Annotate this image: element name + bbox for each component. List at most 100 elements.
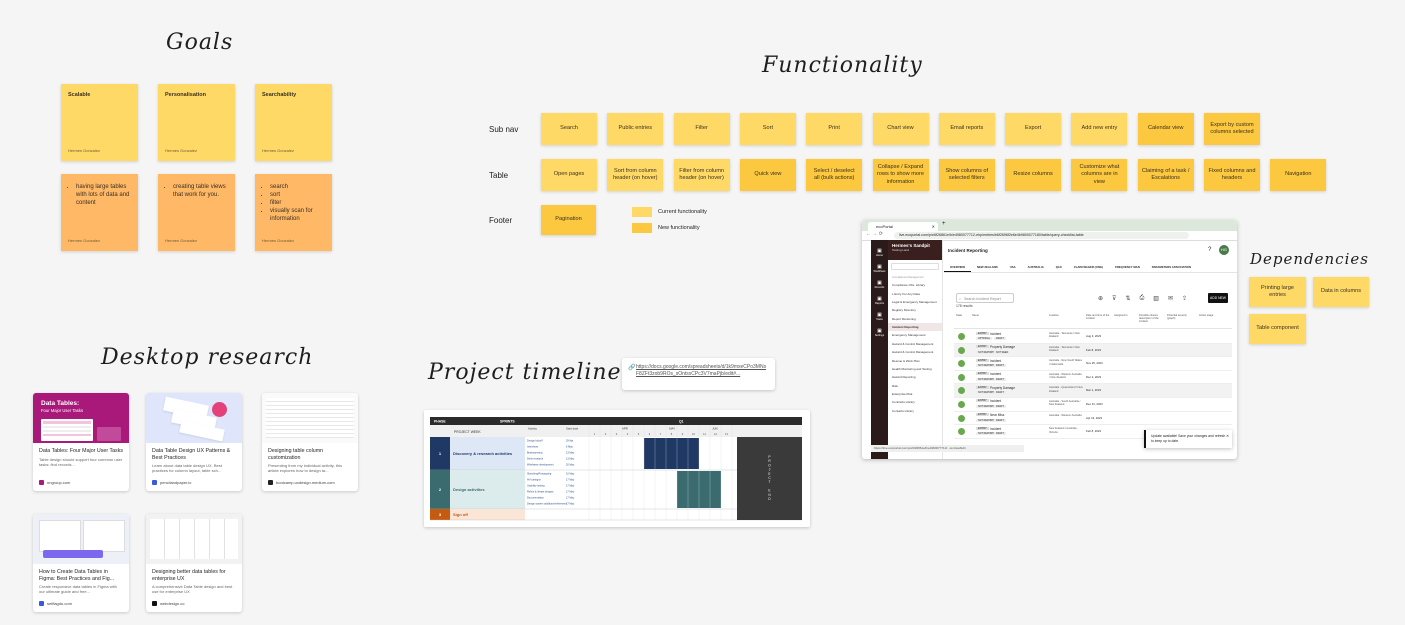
menu-item[interactable]: Incident Reporting bbox=[888, 322, 942, 332]
dependency-data-columns[interactable]: Data in columns bbox=[1313, 277, 1369, 307]
view-tab[interactable]: QLD bbox=[1055, 265, 1062, 269]
feature-note[interactable]: Show columns of selected filters bbox=[938, 159, 995, 191]
feature-note[interactable]: Filter bbox=[673, 113, 730, 145]
column-header[interactable]: Possible closure description of the inci… bbox=[1139, 314, 1159, 324]
menu-item[interactable]: Risk bbox=[892, 383, 898, 388]
rail-nav-item[interactable]: ▣Home bbox=[871, 248, 888, 257]
menu-item[interactable]: Hazard Reporting bbox=[892, 375, 916, 380]
feature-note[interactable]: Export bbox=[1005, 113, 1062, 145]
feature-note[interactable]: Filter from column header (on hover) bbox=[673, 159, 730, 191]
view-tab[interactable]: FREQUENCY MAN bbox=[1115, 265, 1140, 269]
filter-icon[interactable]: ⊽ bbox=[1112, 296, 1117, 302]
menu-item[interactable]: Contacts Library bbox=[892, 408, 914, 413]
browser-tab[interactable]: ecoPortal✕ bbox=[868, 222, 938, 231]
goal-detail-note[interactable]: searchsortfiltervisually scan for inform… bbox=[255, 174, 332, 251]
feature-note[interactable]: Sort from column header (on hover) bbox=[607, 159, 664, 191]
feature-note[interactable]: Pagination bbox=[541, 205, 596, 235]
feature-note[interactable]: Open pages bbox=[541, 159, 597, 191]
feature-note[interactable]: Navigation bbox=[1270, 159, 1327, 191]
feature-note[interactable]: Claiming of a task / Escalations bbox=[1137, 159, 1194, 191]
feature-note[interactable]: Calendar view bbox=[1137, 113, 1194, 145]
menu-search-input[interactable] bbox=[891, 263, 939, 270]
update-toast[interactable]: Update available! Save your changes and … bbox=[1144, 430, 1232, 448]
table-row[interactable]: ENTRY Near Miss NOT REPORTED DRAFT Austr… bbox=[954, 412, 1232, 426]
research-card[interactable]: Designing table column customization Pre… bbox=[262, 393, 358, 491]
column-header[interactable]: Name bbox=[972, 314, 979, 317]
goal-detail-note[interactable]: having large tables with lots of data an… bbox=[61, 174, 138, 251]
menu-item[interactable]: Report Monitoring bbox=[892, 316, 916, 321]
feature-note[interactable]: Add new entry bbox=[1071, 113, 1128, 145]
sort-icon[interactable]: ⇅ bbox=[1125, 296, 1131, 302]
research-card[interactable]: Data Tables: Four Major User Tasks Data … bbox=[33, 393, 129, 491]
column-header[interactable]: Date and time of the incident bbox=[1086, 314, 1110, 321]
table-row[interactable]: ENTRY Property Damage NOT REPORTED NOT S… bbox=[954, 343, 1232, 358]
research-card[interactable]: Data Table Design UX Patterns & Best Pra… bbox=[146, 393, 242, 491]
menu-item[interactable]: L Entry For Any Data bbox=[892, 291, 920, 296]
rail-nav-item[interactable]: ▣Tasks bbox=[871, 312, 888, 321]
rail-nav-item[interactable]: ▣Reports bbox=[871, 296, 888, 305]
close-icon[interactable]: ✕ bbox=[1226, 434, 1229, 438]
incident-search-input[interactable]: ⌕Search Incident Report bbox=[956, 293, 1014, 303]
menu-item[interactable]: Hazard & Control Management bbox=[892, 350, 934, 355]
feature-note[interactable]: Resize columns bbox=[1005, 159, 1062, 191]
dependency-table-component[interactable]: Table component bbox=[1249, 314, 1306, 344]
feature-note[interactable]: Collapse / Expand rows to show more info… bbox=[872, 159, 929, 191]
close-icon[interactable]: ✕ bbox=[931, 224, 935, 229]
column-header[interactable]: Potential severity (graph) bbox=[1167, 314, 1187, 321]
feature-note[interactable]: Sort bbox=[739, 113, 796, 145]
rail-nav-item[interactable]: ▣Records bbox=[871, 280, 888, 289]
export-icon[interactable]: ⇪ bbox=[1181, 296, 1188, 302]
new-tab-icon[interactable]: + bbox=[942, 221, 946, 227]
help-icon[interactable]: ? bbox=[1208, 247, 1212, 253]
spreadsheet-link[interactable]: https://docs.google.com/spreadsheets/d/1… bbox=[636, 364, 767, 378]
feature-note[interactable]: Search bbox=[541, 113, 597, 145]
column-header[interactable]: Location bbox=[1049, 314, 1059, 317]
menu-item[interactable]: Legal & Emergency Management bbox=[892, 299, 937, 304]
add-new-button[interactable]: ADD NEW bbox=[1208, 293, 1228, 303]
view-tab[interactable]: USA bbox=[1009, 265, 1016, 269]
menu-item[interactable]: Health Monitoring and Testing bbox=[892, 366, 932, 371]
globe-icon[interactable]: ⊕ bbox=[1098, 296, 1104, 302]
feature-note[interactable]: Email reports bbox=[938, 113, 995, 145]
feature-note[interactable]: Quick view bbox=[739, 159, 796, 191]
menu-item[interactable]: Emergency Management bbox=[892, 333, 926, 338]
feature-note[interactable]: Select / deselect all (bulk actions) bbox=[806, 159, 863, 191]
table-row[interactable]: ENTRY Property Damage NOT REPORTED DRAFT… bbox=[954, 384, 1232, 398]
column-header[interactable]: Action stage bbox=[1199, 314, 1214, 317]
rail-nav-item[interactable]: ▣Settings bbox=[871, 328, 888, 337]
back-icon[interactable]: ← → ⟳ bbox=[866, 231, 883, 237]
menu-item[interactable]: Hazard & Control Management bbox=[892, 341, 934, 346]
research-card[interactable]: How to Create Data Tables in Figma: Best… bbox=[33, 514, 129, 612]
feature-note[interactable]: Public entries bbox=[607, 113, 664, 145]
print-icon[interactable]: ⎙ bbox=[1139, 295, 1145, 301]
column-header[interactable]: Assigned to bbox=[1114, 314, 1128, 317]
view-tab[interactable]: NEW ZEALAND bbox=[977, 265, 998, 269]
menu-item[interactable]: Rescue & Work Plan bbox=[892, 358, 920, 363]
address-bar[interactable]: live.ecoportal.com/p/e6f26861e/b/e498007… bbox=[894, 232, 1189, 239]
menu-item[interactable]: Contracts Library bbox=[892, 400, 915, 405]
menu-item[interactable]: Compliance Obs. Library bbox=[892, 283, 926, 288]
avatar[interactable]: HG bbox=[1219, 245, 1229, 255]
chart-icon[interactable]: ▥ bbox=[1153, 296, 1159, 302]
dependency-printing[interactable]: Printing large entries bbox=[1249, 277, 1306, 307]
view-tab[interactable]: PARAMETERS ASSOCIATION bbox=[1151, 265, 1191, 269]
view-tab[interactable]: OVERVIEW bbox=[944, 262, 972, 272]
table-row[interactable]: ENTRY Incident NOT REPORTED DRAFT New Ze… bbox=[954, 425, 1232, 439]
feature-note[interactable]: Customize what columns are in view bbox=[1071, 159, 1128, 191]
menu-item[interactable]: Enterprise Risk bbox=[892, 392, 913, 397]
feature-note[interactable]: Chart view bbox=[872, 113, 929, 145]
feature-note[interactable]: Print bbox=[806, 113, 863, 145]
menu-item[interactable]: Registry Directory bbox=[892, 308, 916, 313]
rail-nav-item[interactable]: ▣Workflows bbox=[871, 264, 888, 273]
email-icon[interactable]: ✉ bbox=[1167, 296, 1173, 302]
table-row[interactable]: ENTRY Incident NOT REPORTED DRAFT Austra… bbox=[954, 398, 1232, 412]
spreadsheet-link-card[interactable]: 🔗 https://docs.google.com/spreadsheets/d… bbox=[622, 358, 775, 390]
column-header[interactable]: State bbox=[956, 314, 963, 317]
table-row[interactable]: ENTRY Incident OPTIONAL DRAFT Australia … bbox=[954, 330, 1232, 344]
view-tab[interactable]: CLAIM WAGER (CISE) bbox=[1073, 265, 1104, 269]
view-tab[interactable]: AUSTRALIA bbox=[1027, 265, 1044, 269]
goal-detail-note[interactable]: creating table views that work for you.H… bbox=[158, 174, 235, 251]
